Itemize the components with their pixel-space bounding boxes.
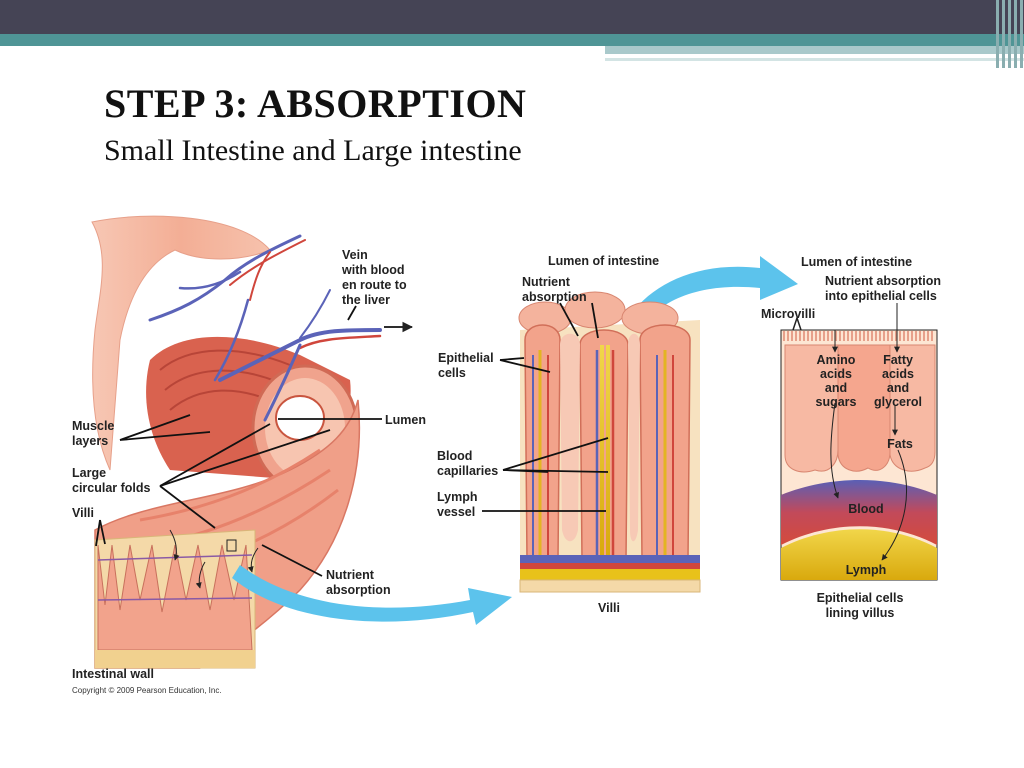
- label-lymph-vessel-2: vessel: [437, 505, 475, 519]
- label-vein-4: the liver: [342, 293, 390, 307]
- copyright-notice: Copyright © 2009 Pearson Education, Inc.: [72, 686, 222, 695]
- label-folds-2: circular folds: [72, 481, 151, 495]
- label-muscle-1: Muscle: [72, 419, 114, 433]
- label-nutrient-left-2: absorption: [326, 583, 391, 597]
- header-bar: [0, 0, 1024, 34]
- label-epi-lining-2: lining villus: [826, 606, 895, 620]
- label-fats: Fats: [887, 437, 913, 451]
- label-microvilli: Microvilli: [761, 307, 815, 321]
- label-blood-cap-1: Blood: [437, 449, 472, 463]
- label-amino-2: acids: [820, 367, 852, 381]
- label-lymph-vessel-1: Lymph: [437, 490, 478, 504]
- label-nutrient-left-1: Nutrient: [326, 568, 375, 582]
- label-lumen-right: Lumen of intestine: [801, 255, 912, 269]
- label-fatty-3: and: [887, 381, 909, 395]
- label-muscle-2: layers: [72, 434, 108, 448]
- epithelial-cell-panel: [780, 303, 938, 581]
- label-epi-lining-1: Epithelial cells: [817, 591, 904, 605]
- label-nutrient-mid-2: absorption: [522, 290, 587, 304]
- header-accent-band: [0, 34, 1024, 46]
- intestine-illustration: [91, 215, 382, 669]
- label-fatty-2: acids: [882, 367, 914, 381]
- blue-arrow-to-microvilli: [622, 256, 798, 336]
- header-accent-thin-line: [605, 58, 1024, 61]
- vein-network: [148, 234, 382, 422]
- label-fatty-4: glycerol: [874, 395, 922, 409]
- label-amino-3: and: [825, 381, 847, 395]
- blue-arrow-to-villi: [232, 565, 512, 625]
- label-vein-1: Vein: [342, 248, 368, 262]
- label-epithelial-2: cells: [438, 366, 466, 380]
- label-nutrient-mid-1: Nutrient: [522, 275, 571, 289]
- slide-title: STEP 3: ABSORPTION: [104, 81, 527, 126]
- label-amino-4: sugars: [816, 395, 857, 409]
- villi-block-illustration: [518, 291, 701, 593]
- label-lumen: Lumen: [385, 413, 426, 427]
- label-folds-1: Large: [72, 466, 106, 480]
- header-stripes: [994, 0, 1024, 68]
- label-vein-2: with blood: [341, 263, 404, 277]
- label-villi-left: Villi: [72, 506, 94, 520]
- label-epithelial-1: Epithelial: [438, 351, 494, 365]
- label-fatty-1: Fatty: [883, 353, 913, 367]
- header-accent-line: [605, 46, 1024, 54]
- label-amino-1: Amino: [817, 353, 856, 367]
- label-villi-mid: Villi: [598, 601, 620, 615]
- label-blood: Blood: [848, 502, 883, 516]
- label-nutrient-right-1: Nutrient absorption: [825, 274, 941, 288]
- slide-subtitle: Small Intestine and Large intestine: [104, 134, 522, 167]
- label-nutrient-right-2: into epithelial cells: [825, 289, 937, 303]
- label-vein-3: en route to: [342, 278, 407, 292]
- label-blood-cap-2: capillaries: [437, 464, 498, 478]
- label-lymph: Lymph: [846, 563, 887, 577]
- leader-lines: [95, 302, 609, 577]
- label-intestinal-wall: Intestinal wall: [72, 667, 154, 681]
- label-lumen-mid: Lumen of intestine: [548, 254, 659, 268]
